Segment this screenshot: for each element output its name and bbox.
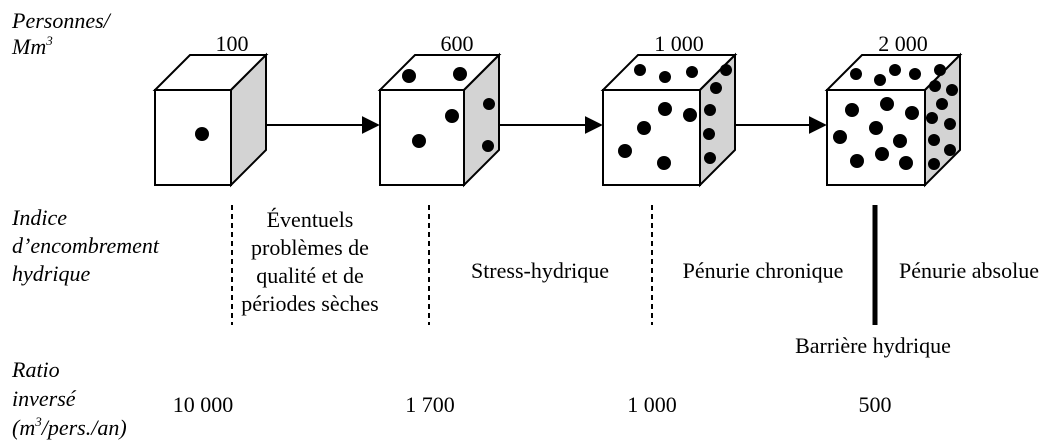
ratio-value-1: 10 000 — [172, 392, 234, 417]
density-value-1: 100 — [215, 31, 249, 56]
ratio-value-4: 500 — [858, 392, 892, 417]
zone-label-quality: Éventuels problèmes de qualité et de pér… — [241, 207, 379, 316]
density-label-line2: Mm3 — [12, 34, 110, 60]
ratio-label-line1: Ratio — [12, 357, 60, 382]
ratio-unit-prefix: (m — [12, 415, 36, 440]
density-label: Personnes/ Mm3 — [12, 8, 110, 60]
density-unit: Mm — [12, 34, 47, 59]
ratio-label-line2: inversé — [12, 386, 76, 411]
cube-2000 — [824, 52, 963, 188]
cube-100 — [152, 52, 269, 188]
ratio-label: Ratio inversé (m3/pers./an) — [12, 355, 127, 442]
ratio-label-line3: (m3/pers./an) — [12, 413, 127, 442]
density-unit-exponent: 3 — [46, 33, 53, 48]
ratio-value-3: 1 000 — [627, 392, 677, 417]
ratio-unit-suffix: /pers./an) — [41, 415, 127, 440]
zone-label-stress: Stress-hydrique — [470, 258, 610, 283]
zone-label-absolute: Pénurie absolue — [899, 258, 1039, 283]
cube-1000 — [600, 52, 738, 188]
barrier-label: Barrière hydrique — [795, 333, 951, 358]
ratio-unit-exponent: 3 — [35, 414, 42, 429]
density-value-2: 600 — [440, 31, 474, 56]
cube-600 — [377, 52, 502, 188]
density-value-3: 1 000 — [654, 31, 704, 56]
index-label: Indice d’encombrement hydrique — [12, 205, 160, 286]
zone-label-chronic: Pénurie chronique — [682, 258, 844, 283]
ratio-value-2: 1 700 — [405, 392, 455, 417]
density-label-line1: Personnes/ — [12, 8, 110, 33]
density-value-4: 2 000 — [878, 31, 928, 56]
